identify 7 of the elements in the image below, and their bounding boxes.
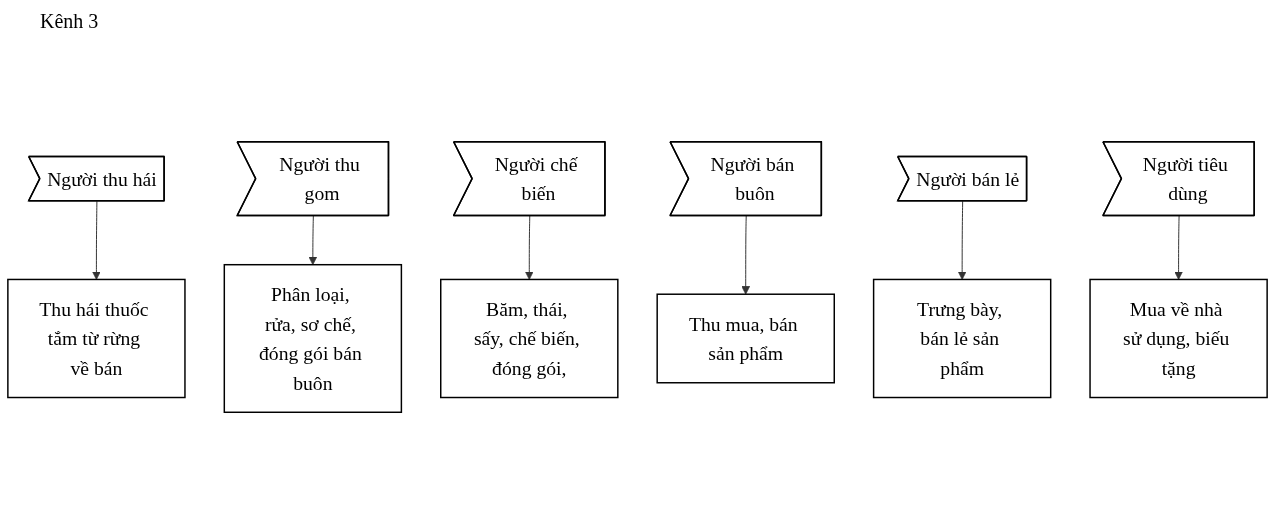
- diagram-title: Kênh 3: [40, 10, 99, 33]
- node-box: Thu hái thuốc tắm từ rừng về bán: [7, 278, 186, 399]
- node-box: Thu mua, bán sản phẩm: [656, 293, 835, 384]
- node-box: Băm, thái, sấy, chế biến, đóng gói,: [440, 278, 619, 399]
- node-box: Phân loại, rửa, sơ chế, đóng gói bán buôn: [223, 263, 403, 413]
- node-box: Mua về nhà sử dụng, biếu tặng: [1089, 278, 1268, 399]
- node-box: Trưng bày, bán lẻ sản phẩm: [872, 278, 1052, 399]
